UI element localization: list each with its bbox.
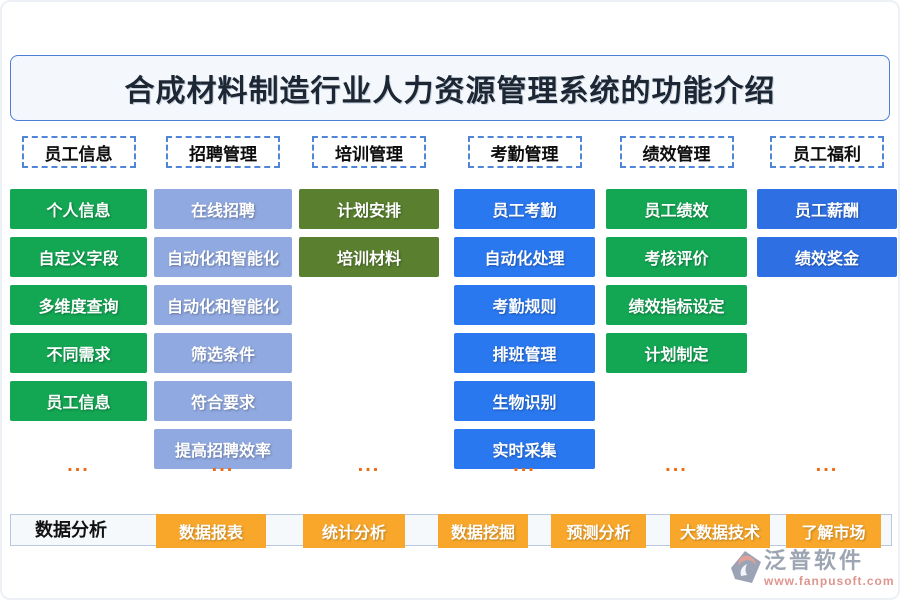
more-ellipsis: ... — [211, 454, 235, 476]
data-analysis-label: 数据分析 — [35, 520, 107, 540]
column-4: 考勤管理员工考勤自动化处理考勤规则排班管理生物识别实时采集... — [454, 136, 595, 496]
feature-box: 计划制定 — [606, 333, 747, 373]
feature-box: 员工薪酬 — [757, 189, 897, 229]
feature-box: 自动化和智能化 — [154, 237, 292, 277]
column-header: 招聘管理 — [166, 136, 280, 168]
feature-box: 自定义字段 — [10, 237, 147, 277]
bottom-item: 大数据技术 — [670, 514, 770, 548]
feature-box: 员工信息 — [10, 381, 147, 421]
title-banner: 合成材料制造行业人力资源管理系统的功能介绍 — [10, 55, 890, 121]
vendor-logo-texts: 泛普软件 www.fanpusoft.com — [764, 548, 895, 588]
feature-box: 培训材料 — [299, 237, 439, 277]
column-6: 员工福利员工薪酬绩效奖金... — [757, 136, 897, 496]
feature-box: 自动化和智能化 — [154, 285, 292, 325]
more-ellipsis: ... — [815, 454, 839, 476]
bottom-item: 数据报表 — [156, 514, 266, 548]
feature-box: 实时采集 — [454, 429, 595, 469]
feature-box: 绩效奖金 — [757, 237, 897, 277]
column-2: 招聘管理在线招聘自动化和智能化自动化和智能化筛选条件符合要求提高招聘效率... — [154, 136, 292, 496]
feature-box: 多维度查询 — [10, 285, 147, 325]
column-header: 考勤管理 — [467, 136, 582, 168]
column-1: 员工信息个人信息自定义字段多维度查询不同需求员工信息... — [10, 136, 147, 496]
page-title: 合成材料制造行业人力资源管理系统的功能介绍 — [124, 75, 776, 108]
column-3: 培训管理计划安排培训材料... — [299, 136, 439, 496]
column-header: 员工福利 — [770, 136, 884, 168]
fanpu-logo-icon — [731, 551, 761, 583]
vendor-name: 泛普软件 — [764, 548, 865, 573]
more-ellipsis: ... — [357, 454, 381, 476]
bottom-item: 了解市场 — [786, 514, 881, 548]
feature-box: 自动化处理 — [454, 237, 595, 277]
more-ellipsis: ... — [665, 454, 688, 476]
feature-box: 符合要求 — [154, 381, 292, 421]
feature-box: 员工绩效 — [606, 189, 747, 229]
vendor-logo: 泛普软件 www.fanpusoft.com — [728, 548, 894, 596]
feature-box: 不同需求 — [10, 333, 147, 373]
column-header: 培训管理 — [312, 136, 426, 168]
feature-box: 计划安排 — [299, 189, 439, 229]
more-ellipsis: ... — [513, 454, 536, 476]
feature-box: 考勤规则 — [454, 285, 595, 325]
vendor-url: www.fanpusoft.com — [764, 574, 895, 588]
data-analysis-strip: 数据分析 数据报表 统计分析数据挖掘预测分析大数据技术了解市场 — [10, 514, 892, 548]
bottom-item: 预测分析 — [551, 514, 646, 548]
feature-box: 个人信息 — [10, 189, 147, 229]
more-ellipsis: ... — [67, 454, 90, 476]
column-header: 员工信息 — [21, 136, 136, 168]
feature-box: 在线招聘 — [154, 189, 292, 229]
feature-box: 提高招聘效率 — [154, 429, 292, 469]
feature-box: 排班管理 — [454, 333, 595, 373]
column-header: 绩效管理 — [619, 136, 734, 168]
feature-box: 筛选条件 — [154, 333, 292, 373]
feature-box: 考核评价 — [606, 237, 747, 277]
feature-box: 绩效指标设定 — [606, 285, 747, 325]
bottom-item: 统计分析 — [303, 514, 405, 548]
feature-box: 员工考勤 — [454, 189, 595, 229]
feature-box: 生物识别 — [454, 381, 595, 421]
column-5: 绩效管理员工绩效考核评价绩效指标设定计划制定... — [606, 136, 747, 496]
bottom-item: 数据挖掘 — [438, 514, 528, 548]
